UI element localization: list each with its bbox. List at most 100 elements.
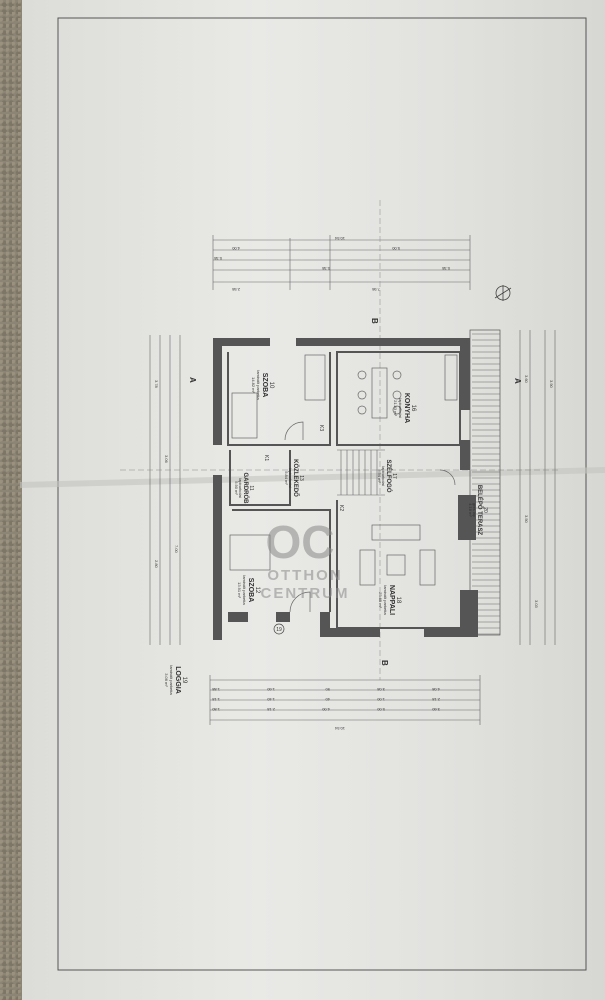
room-18: 18 NAPPALI laminált parketta 25.65 m² — [378, 585, 401, 616]
room-number: 13 — [298, 475, 304, 481]
wardrobe-10 — [304, 354, 326, 401]
bottom-dimension-lines — [209, 675, 481, 725]
room-number: 19 — [181, 677, 187, 684]
room-number: 16 — [410, 405, 416, 412]
room-floor: lapburkolat — [288, 468, 293, 488]
room-12: 12 SZOBA laminált parketta 13.91 m² — [237, 575, 260, 605]
room-number: 20 — [482, 507, 488, 513]
room-floor: laminált parketta — [242, 575, 247, 605]
dimension-label: 1.00 — [376, 697, 385, 702]
room-number: 18 — [395, 597, 401, 604]
dimension-label: 3.78 — [154, 380, 159, 389]
dimension-label: 3.90 — [549, 380, 554, 389]
room-floor: lapburkolat — [381, 466, 386, 486]
room-floor: laminált parketta — [383, 585, 388, 615]
dimension-label: 1.80 — [211, 707, 220, 712]
room-20: 20 BELÉPŐ TERASZ gres lap 4.18 m² — [468, 485, 488, 536]
paper-sheet — [22, 0, 605, 1000]
room-name: BELÉPŐ TERASZ — [476, 485, 484, 536]
dimension-label: 2.58 — [231, 287, 240, 292]
dimension-label: 10.54 — [334, 726, 345, 731]
bed-12 — [229, 534, 271, 571]
dining-table — [371, 367, 388, 419]
dimension-label: 1.18 — [211, 697, 220, 702]
room-area: 21.83 m² — [393, 400, 398, 416]
kitchen-counter — [444, 354, 458, 401]
dimension-label: 1.40 — [266, 697, 275, 702]
dimension-label: 0.38 — [321, 266, 330, 271]
dimension-label: 2.18 — [431, 697, 440, 702]
room-floor: lapburkolat — [398, 398, 403, 418]
otthon-centrum-watermark: OC OTTHON CENTRUM — [261, 516, 350, 602]
room-number: 10 — [268, 382, 274, 389]
room-19: 19 LOGGIA laminált parketta 3.06 m² — [164, 665, 187, 695]
section-mark-a: A — [513, 378, 522, 384]
room-17: 17 SZÉLFOGÓ lapburkolat 5.54 m² — [377, 460, 397, 493]
dimension-label: 40 — [325, 697, 330, 702]
room-name: NAPPALI — [388, 585, 395, 615]
room-name: GARDRÓB — [242, 473, 250, 505]
door-mark: K2 — [338, 505, 344, 511]
dimension-label: 0.38 — [441, 266, 450, 271]
room-number: 11 — [248, 485, 254, 490]
room-name: KÖZLEKEDŐ — [292, 459, 299, 497]
dimension-label: 1.60 — [266, 687, 275, 692]
watermark-line1: OTTHON — [267, 567, 342, 584]
north-arrow-icon — [494, 285, 512, 301]
room-11: 11 GARDRÓB lapburkolat 5.90 m² — [234, 473, 254, 505]
room-area: 4.18 m² — [468, 503, 473, 517]
top-dimension-lines — [212, 235, 471, 290]
room-floor: gres lap — [472, 503, 477, 518]
section-mark-b: B — [380, 660, 389, 666]
terrace-stairs — [469, 329, 501, 636]
room-number: 12 — [254, 587, 260, 594]
furniture — [229, 354, 458, 586]
section-mark-b: B — [370, 318, 379, 324]
room-name: SZOBA — [261, 373, 268, 398]
dimension-label: 3.03 — [534, 600, 539, 609]
dimension-label: 10.54 — [334, 236, 345, 241]
dimension-label: 5.00 — [391, 246, 400, 251]
room-number: 17 — [391, 473, 397, 479]
dimension-label: 1.88 — [211, 687, 220, 692]
dimension-label: 4.00 — [321, 707, 330, 712]
watermark-line2: CENTRUM — [261, 585, 350, 602]
dimension-label: 90 — [325, 687, 330, 692]
room-area: 5.84 m² — [284, 471, 289, 485]
room-area: 25.65 m² — [378, 592, 383, 608]
dimension-label: 2.18 — [266, 707, 275, 712]
paper-fold — [19, 467, 605, 488]
loggia-circle-mark — [273, 623, 285, 635]
dimension-label: 0.38 — [213, 256, 222, 261]
dimension-label: 3.08 — [376, 687, 385, 692]
room-10: 10 SZOBA laminált parketta 14.82 m² — [251, 370, 274, 400]
room-area: 5.54 m² — [377, 469, 382, 483]
dimension-label: 3.06 — [164, 455, 169, 464]
room-name: LOGGIA — [174, 666, 181, 694]
exterior-walls — [213, 338, 478, 640]
room-labels: 10 SZOBA laminált parketta 14.82 m² 11 G… — [164, 370, 488, 695]
room-floor: laminált parketta — [169, 665, 174, 695]
watermark-logo: OC — [266, 516, 335, 568]
section-mark-a: A — [188, 377, 197, 383]
dimension-label: 3.60 — [524, 375, 529, 384]
staircase — [337, 449, 385, 496]
room-13: 13 KÖZLEKEDŐ lapburkolat 5.84 m² — [284, 459, 304, 497]
armchair-right — [419, 549, 436, 586]
circle-mark-label: 19 — [276, 627, 282, 633]
interior-walls — [227, 351, 461, 629]
room-16: 16 KONYHA lapburkolat 21.83 m² — [393, 393, 416, 423]
dimension-label: 7.98 — [371, 287, 380, 292]
section-marks: A A B B — [188, 318, 522, 666]
side-dimension-lines — [149, 330, 556, 645]
door-marks: K1 K2 K3 — [263, 425, 344, 511]
room-area: 3.06 m² — [164, 673, 169, 687]
dimension-label: 4.00 — [231, 246, 240, 251]
coffee-table — [386, 554, 406, 576]
sheet-border — [57, 17, 587, 971]
dimension-label: 7.00 — [174, 545, 179, 554]
room-name: KONYHA — [403, 393, 410, 423]
room-name: SZÉLFOGÓ — [385, 460, 393, 493]
bed-10 — [231, 392, 258, 439]
